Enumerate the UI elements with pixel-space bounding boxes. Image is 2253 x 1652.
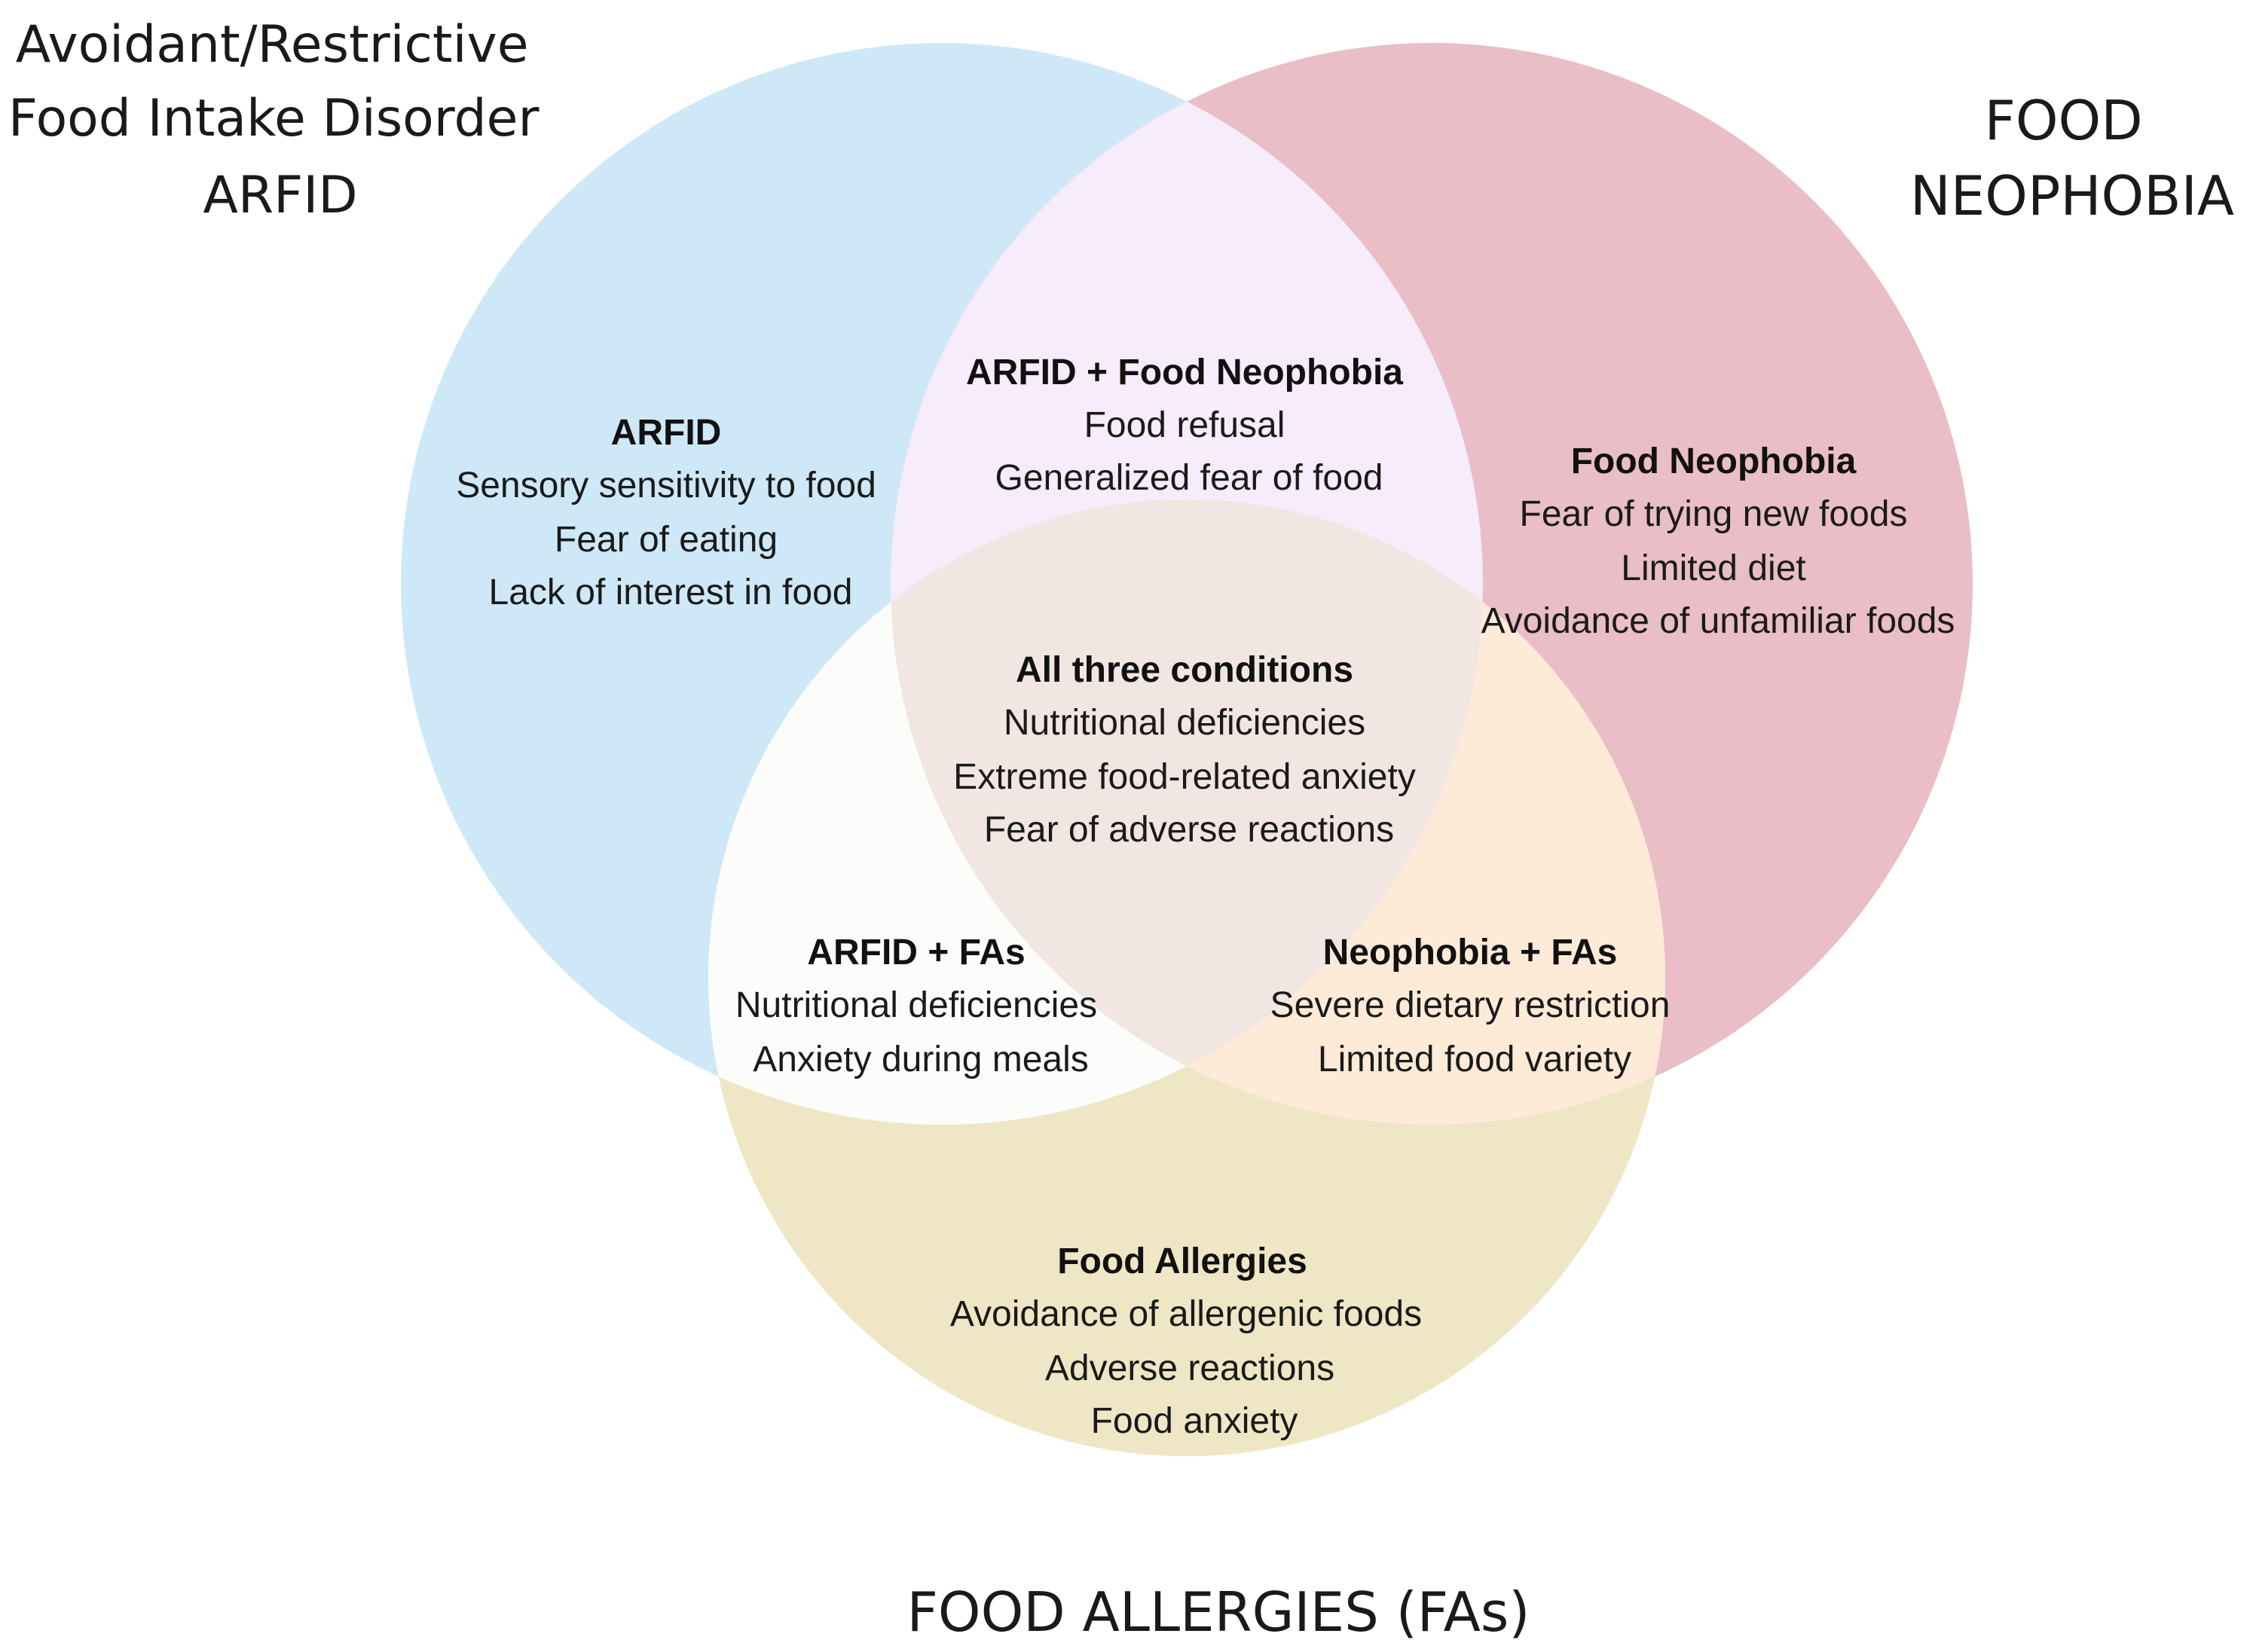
region-arfid-neophobia: ARFID + Food Neophobia Food refusal Gene… (966, 353, 1412, 498)
region-arfid-allergies: ARFID + FAs Nutritional deficiencies Anx… (735, 933, 1106, 1079)
region-all-three: All three conditions Nutritional deficie… (953, 650, 1425, 850)
region-arfid-only: ARFID Sensory sensitivity to food Fear o… (456, 413, 885, 612)
arfid-title: Avoidant/Restrictive Food Intake Disorde… (8, 15, 555, 225)
region-neophobia-allergies: Neophobia + FAs Severe dietary restricti… (1270, 933, 1680, 1079)
allergies-title: FOOD ALLERGIES (FAs) (907, 1580, 1530, 1644)
overlap-all-three (891, 499, 1483, 1125)
neophobia-title: FOOD NEOPHOBIA (1910, 89, 2234, 227)
region-neophobia-only: Food Neophobia Fear of trying new foods … (1481, 441, 1955, 641)
region-allergies-only: Food Allergies Avoidance of allergenic f… (950, 1241, 1431, 1441)
